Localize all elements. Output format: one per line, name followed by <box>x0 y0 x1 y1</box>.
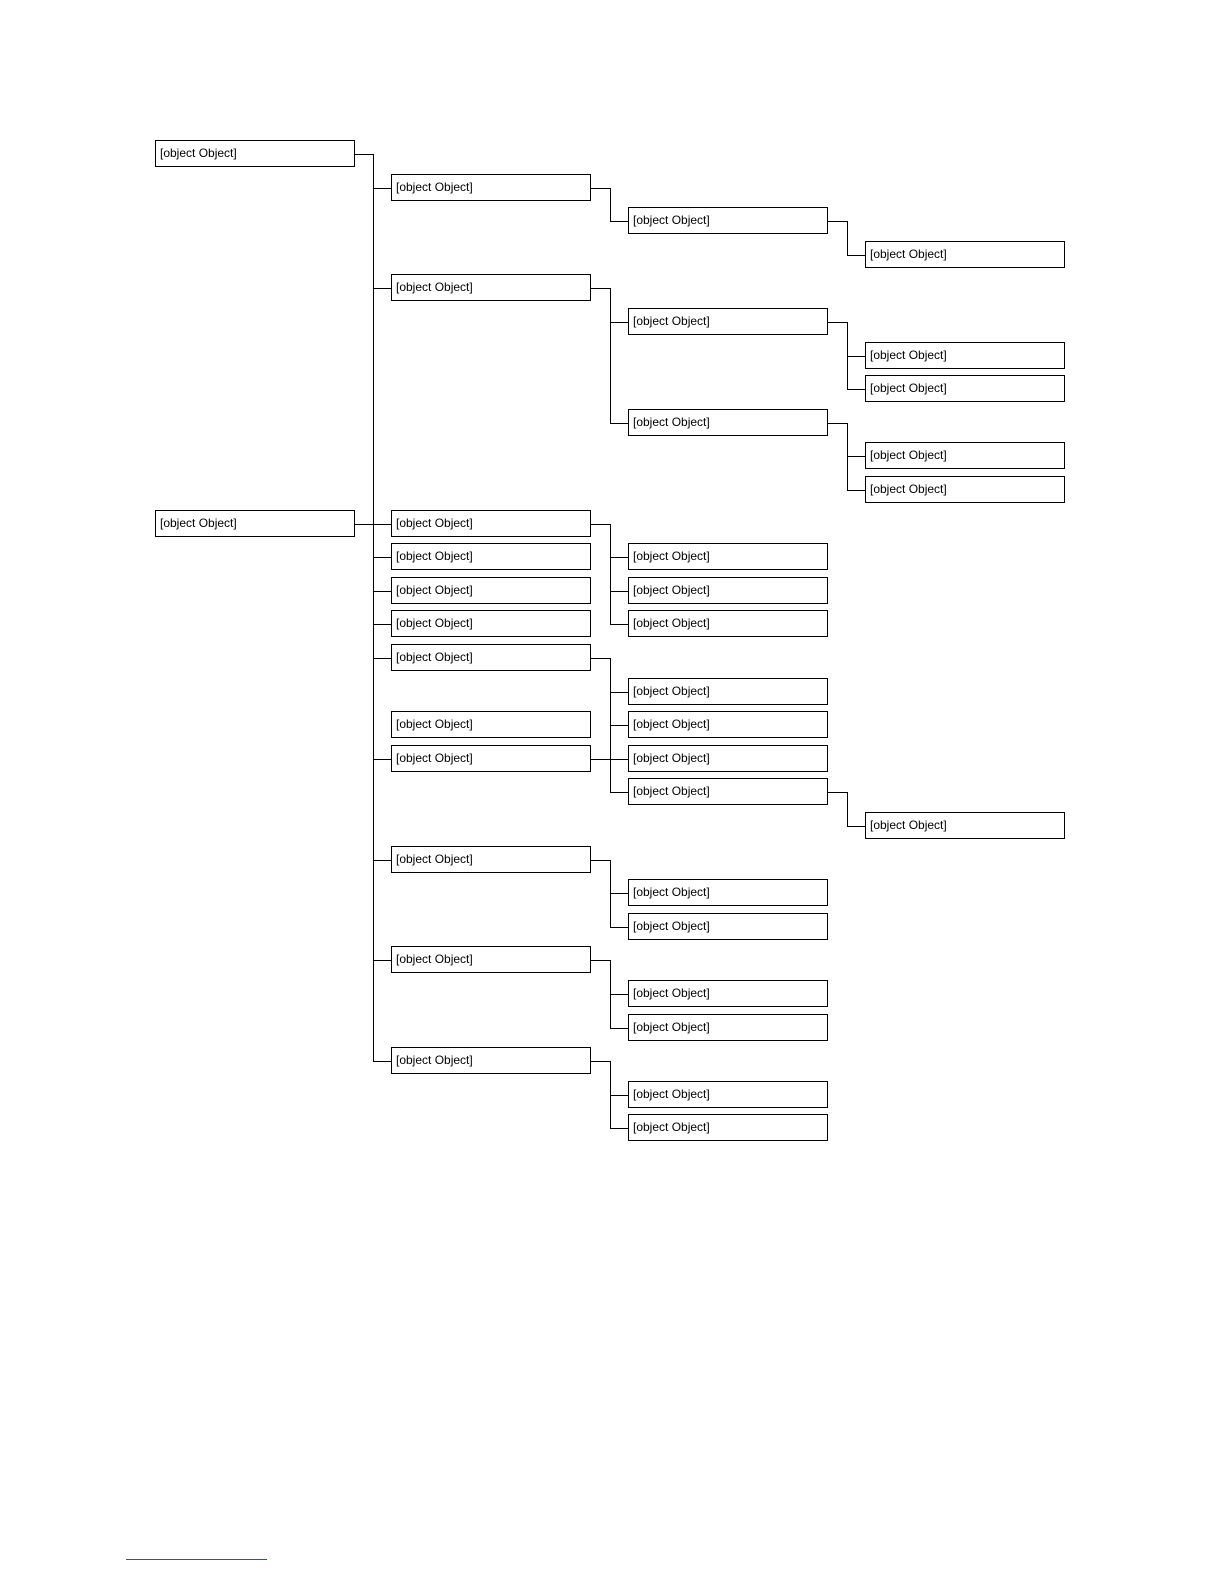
tree-node-b7: [object Object] <box>391 846 591 873</box>
tree-node-a2: [object Object] <box>391 274 591 301</box>
connector-spine <box>610 288 611 424</box>
tree-node-b6a: [object Object] <box>628 778 828 805</box>
connector-line <box>373 759 391 760</box>
tree-node-b1: [object Object] <box>391 543 591 570</box>
connector-line <box>373 860 391 861</box>
connector-line <box>591 759 610 760</box>
tree-node-b: [object Object] <box>155 510 355 537</box>
connector-line <box>610 557 628 558</box>
tree-node-b9b: [object Object] <box>628 1114 828 1141</box>
connector-line <box>610 1128 628 1129</box>
connector-spine <box>373 154 374 659</box>
tree-node-a3b: [object Object] <box>628 577 828 604</box>
tree-node-b9: [object Object] <box>391 1047 591 1074</box>
connector-line <box>610 322 628 323</box>
tree-node-a4b: [object Object] <box>628 711 828 738</box>
connector-line <box>610 893 628 894</box>
connector-line <box>610 1095 628 1096</box>
footnote-separator-line <box>126 1559 267 1560</box>
connector-line <box>591 860 610 861</box>
connector-line <box>610 423 628 424</box>
tree-node-b2: [object Object] <box>391 577 591 604</box>
connector-line <box>591 1061 610 1062</box>
tree-node-b8: [object Object] <box>391 946 591 973</box>
tree-node-a2b1: [object Object] <box>865 442 1065 469</box>
connector-line <box>373 960 391 961</box>
connector-line <box>355 154 373 155</box>
tree-node-b7b: [object Object] <box>628 913 828 940</box>
connector-line <box>828 221 847 222</box>
tree-node-b7a: [object Object] <box>628 879 828 906</box>
tree-node-b8b: [object Object] <box>628 1014 828 1041</box>
tree-node-a2a2: [object Object] <box>865 375 1065 402</box>
tree-node-a1a: [object Object] <box>628 207 828 234</box>
connector-spine <box>610 524 611 625</box>
connector-line <box>373 658 391 659</box>
connector-line <box>847 456 865 457</box>
tree-node-b8a: [object Object] <box>628 980 828 1007</box>
connector-line <box>847 826 865 827</box>
connector-line <box>373 288 391 289</box>
tree-node-b6: [object Object] <box>391 745 591 772</box>
connector-spine <box>610 759 611 793</box>
connector-line <box>828 792 847 793</box>
connector-line <box>591 960 610 961</box>
tree-node-a1: [object Object] <box>391 174 591 201</box>
connector-line <box>828 423 847 424</box>
tree-node-b5: [object Object] <box>391 711 591 738</box>
connector-line <box>591 524 610 525</box>
connector-line <box>355 524 373 525</box>
tree-node-a2a1: [object Object] <box>865 342 1065 369</box>
tree-node-a2b: [object Object] <box>628 409 828 436</box>
connector-line <box>610 692 628 693</box>
connector-spine <box>847 423 848 491</box>
connector-line <box>847 255 865 256</box>
connector-line <box>610 725 628 726</box>
tree-node-b9a: [object Object] <box>628 1081 828 1108</box>
connector-line <box>591 188 610 189</box>
connector-line <box>847 490 865 491</box>
tree-node-a3c: [object Object] <box>628 610 828 637</box>
tree-node-a2a: [object Object] <box>628 308 828 335</box>
connector-line <box>610 591 628 592</box>
tree-node-b4: [object Object] <box>391 644 591 671</box>
connector-spine <box>373 524 374 1062</box>
tree-node-a3a: [object Object] <box>628 543 828 570</box>
tree-node-a4c: [object Object] <box>628 745 828 772</box>
connector-line <box>828 322 847 323</box>
connector-spine <box>610 188 611 222</box>
connector-spine <box>847 792 848 827</box>
tree-node-b6a1: [object Object] <box>865 812 1065 839</box>
connector-line <box>610 994 628 995</box>
connector-spine <box>610 658 611 760</box>
connector-line <box>610 221 628 222</box>
tree-node-b3: [object Object] <box>391 610 591 637</box>
connector-line <box>373 1061 391 1062</box>
connector-line <box>610 1028 628 1029</box>
connector-spine <box>847 221 848 256</box>
connector-line <box>373 591 391 592</box>
connector-line <box>373 524 391 525</box>
connector-line <box>610 927 628 928</box>
connector-line <box>373 188 391 189</box>
connector-line <box>373 557 391 558</box>
connector-line <box>847 356 865 357</box>
connector-spine <box>610 658 611 693</box>
connector-line <box>847 389 865 390</box>
connector-spine <box>610 860 611 928</box>
tree-node-a: [object Object] <box>155 140 355 167</box>
tree-node-a2b2: [object Object] <box>865 476 1065 503</box>
connector-line <box>591 658 610 659</box>
connector-line <box>610 792 628 793</box>
connector-line <box>591 288 610 289</box>
tree-node-b4a: [object Object] <box>628 678 828 705</box>
connector-line <box>610 759 628 760</box>
tree-node-a1a1: [object Object] <box>865 241 1065 268</box>
connector-line <box>610 624 628 625</box>
connector-line <box>373 624 391 625</box>
tree-node-a3: [object Object] <box>391 510 591 537</box>
